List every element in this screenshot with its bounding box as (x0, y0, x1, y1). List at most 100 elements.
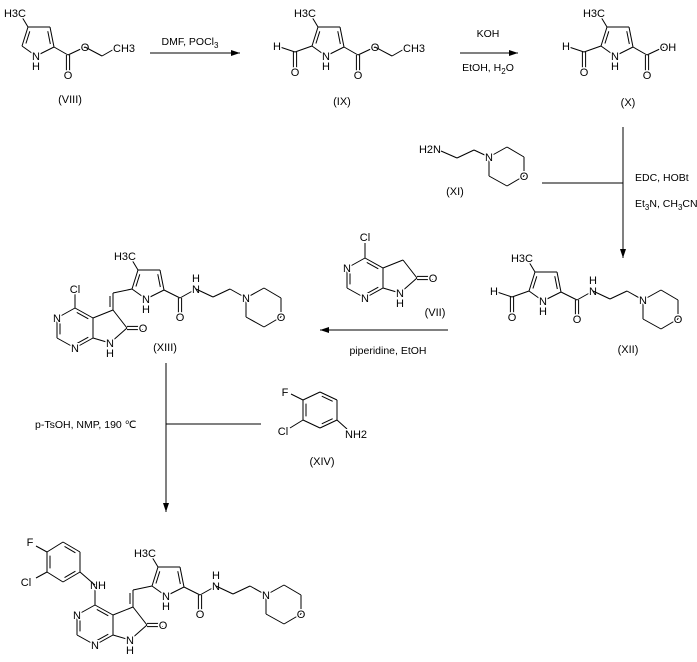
lactam-oxygen-label: O (429, 273, 438, 285)
bond (311, 45, 327, 57)
bond (129, 624, 148, 641)
double-bond (74, 337, 94, 349)
bond (336, 419, 348, 430)
bond (542, 291, 562, 302)
double-bond-inner (315, 31, 321, 44)
ethyl-methyl-label: CH3 (403, 43, 425, 55)
bond (112, 309, 128, 329)
methyl-label: H3C (583, 8, 605, 20)
fluorine-label: F (27, 537, 34, 549)
amide-oxygen-label: O (196, 609, 205, 621)
anilino-nh-label: NH (90, 580, 106, 592)
condition-step3-reagent: EDC, HOBt (635, 172, 689, 184)
pyrrole-hydrogen-label: H (32, 61, 40, 73)
bond (132, 606, 148, 626)
pyrrole-nitrogen-label: N (162, 591, 170, 603)
chlorine-label: Cl (70, 284, 80, 296)
reaction-arrow-step1-head (231, 50, 240, 56)
bond (79, 571, 96, 586)
double-bond (339, 26, 345, 48)
bond (583, 45, 602, 53)
bond (245, 287, 265, 299)
morpholine-nitrogen-label: N (639, 295, 647, 307)
bond (112, 288, 133, 294)
double-bond (159, 269, 165, 291)
double-bond-inner (135, 274, 141, 287)
condition-step2-solvent: EtOH, H2O (462, 62, 514, 76)
amide-oxygen-label: O (573, 314, 582, 326)
bond (151, 585, 167, 597)
bond (229, 288, 247, 299)
double-bond (364, 287, 384, 299)
double-bond (94, 634, 114, 646)
bond (402, 259, 418, 279)
bond (488, 175, 508, 187)
bond (46, 571, 64, 583)
bond (76, 634, 96, 646)
bond (626, 290, 644, 301)
condition-step3-solvent: Et3N, CH3CN (635, 198, 697, 212)
compound-label-xiv: (XIV) (309, 456, 334, 468)
bond (21, 45, 37, 57)
condition-step1: DMF, POCl3 (162, 36, 220, 50)
bond (440, 150, 458, 159)
bond (151, 556, 159, 568)
bond (346, 287, 366, 299)
aldehyde-hydrogen-label: H (562, 41, 570, 53)
bond (506, 175, 525, 187)
bond (212, 288, 231, 298)
bond (265, 613, 285, 625)
double-bond-inner (76, 336, 89, 345)
bond (382, 259, 404, 269)
pyrrole-hydrogen-label: H (611, 61, 619, 73)
bond (642, 318, 662, 330)
lactam-nitrogen-label: N (396, 288, 404, 300)
bond (132, 585, 153, 591)
bond (592, 290, 611, 300)
bond (357, 46, 376, 56)
double-bond (21, 26, 29, 47)
double-bond (62, 571, 81, 583)
double-bond-inner (64, 570, 76, 579)
double-bond (151, 566, 159, 587)
bond (131, 259, 139, 271)
morpholine-oxygen-label: O (520, 171, 529, 183)
bond (511, 290, 530, 298)
bond (56, 337, 76, 349)
pyrrole-hydrogen-label: H (539, 306, 547, 318)
bond (600, 16, 608, 28)
lactam-nitrogen-label: N (106, 338, 114, 350)
pyrrole-nitrogen-label: N (539, 296, 547, 308)
bond (35, 46, 55, 57)
bond (609, 290, 628, 300)
bond (76, 604, 96, 616)
double-bond (600, 26, 608, 47)
double-bond (62, 541, 81, 553)
amide-oxygen-label: O (176, 312, 185, 324)
carbonyl-oxygen-label: O (643, 70, 652, 82)
lactam-oxygen-label: O (159, 620, 168, 632)
compound-label-xi: (XI) (446, 186, 464, 198)
bond (165, 586, 185, 597)
bond (646, 46, 665, 56)
reaction-arrow-step2-head (509, 50, 518, 56)
double-bond-inner (366, 261, 379, 270)
double-bond (179, 566, 185, 588)
bond (660, 318, 679, 330)
pyrimidine-nitrogen-label: N (343, 263, 351, 275)
double-bond-inner (96, 608, 109, 617)
pyrrole-hydrogen-label: H (142, 304, 150, 316)
bond (576, 290, 594, 301)
methyl-label: H3C (294, 8, 316, 20)
pyrimidine-nitrogen-label: N (361, 293, 369, 305)
bond (84, 46, 103, 57)
bond (506, 146, 525, 158)
lactam-hydrogen-label: H (106, 348, 114, 360)
bond (325, 46, 345, 57)
bond (600, 45, 616, 57)
ethyl-methyl-label: CH3 (113, 43, 135, 55)
pyrimidine-nitrogen-label: N (53, 313, 61, 325)
morpholine-nitrogen-label: N (485, 152, 493, 164)
double-bond-inner (554, 276, 558, 290)
bond (302, 419, 321, 429)
